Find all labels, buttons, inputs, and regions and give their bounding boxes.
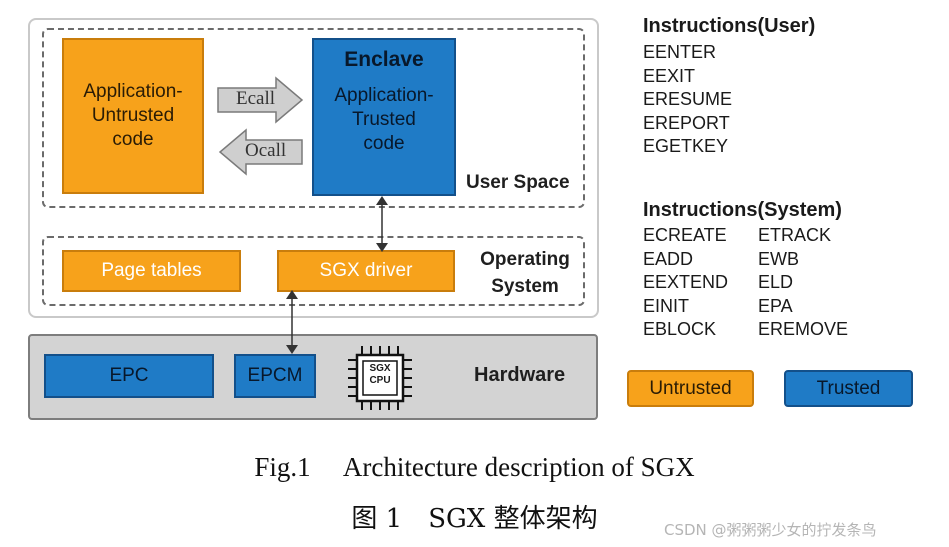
list-item: EGETKEY	[643, 136, 729, 156]
list-item: EINIT	[643, 295, 690, 316]
legend-trusted-label: Trusted	[816, 377, 881, 399]
instructions-system-right-list: ETRACK EWB ELD EPA EREMOVE	[758, 224, 848, 342]
ecall-label: Ecall	[236, 88, 276, 109]
arrowhead-down-icon	[376, 243, 388, 252]
instructions-system-left-list: ECREATE EADD EEXTEND EINIT EBLOCK	[643, 224, 728, 342]
operating-system-region	[42, 236, 585, 306]
list-item: EWB	[758, 248, 800, 269]
list-item: EENTER	[643, 42, 717, 62]
list-item: EADD	[643, 248, 694, 269]
sgx-cpu-chip-icon	[348, 346, 412, 410]
ecall-arrow-icon	[217, 76, 304, 124]
list-item: EBLOCK	[643, 319, 717, 339]
enclave-driver-connector	[376, 196, 388, 252]
list-item: EEXTEND	[643, 272, 729, 292]
legend-untrusted: Untrusted	[627, 370, 754, 407]
list-item: ERESUME	[643, 89, 733, 109]
arrowhead-up-icon	[376, 196, 388, 205]
watermark: CSDN @粥粥粥少女的拧发条鸟	[664, 521, 877, 539]
epcm-label: EPCM	[247, 365, 303, 386]
legend-untrusted-label: Untrusted	[649, 377, 732, 399]
epc-box: EPC	[44, 354, 214, 398]
hardware-label: Hardware	[474, 364, 566, 386]
list-item: EREMOVE	[758, 319, 849, 339]
instructions-user-list: EENTER EEXIT ERESUME EREPORT EGETKEY	[643, 41, 732, 159]
sgx-driver-label: SGX driver	[319, 260, 413, 281]
epcm-box: EPCM	[234, 354, 316, 398]
arrowhead-up-icon	[286, 290, 298, 299]
caption-english: Fig.1 Architecture description of SGX	[254, 452, 695, 482]
caption-chinese: 图 1 SGX 整体架构	[351, 504, 598, 534]
user-space-label: User Space	[466, 172, 570, 193]
call-arrows	[217, 76, 304, 176]
arrowhead-down-icon	[286, 345, 298, 354]
list-item: EREPORT	[643, 112, 730, 133]
instructions-system-title: Instructions(System)	[643, 199, 842, 221]
driver-epcm-connector	[286, 290, 298, 354]
ocall-arrow-icon	[218, 128, 303, 176]
list-item: ETRACK	[758, 225, 832, 245]
trusted-app-label: Application- Trusted code	[334, 85, 434, 154]
sgx-cpu-label: SGX CPU	[369, 363, 391, 386]
page-tables-label: Page tables	[101, 260, 202, 281]
epc-label: EPC	[109, 365, 149, 386]
ocall-label: Ocall	[245, 140, 287, 161]
sgx-driver-box: SGX driver	[277, 250, 455, 292]
list-item: ELD	[758, 272, 794, 292]
page-tables-box: Page tables	[62, 250, 241, 292]
list-item: EPA	[758, 295, 793, 316]
user-space-region	[42, 28, 585, 208]
untrusted-app-label: Application- Untrusted code	[83, 81, 183, 150]
enclave-title: Enclave	[344, 48, 424, 71]
operating-system-label: Operating System	[480, 249, 570, 297]
list-item: ECREATE	[643, 225, 727, 245]
legend-trusted: Trusted	[784, 370, 913, 407]
list-item: EEXIT	[643, 65, 696, 86]
instructions-user-title: Instructions(User)	[643, 15, 816, 37]
untrusted-app-box: Application- Untrusted code	[62, 38, 204, 194]
enclave-box: Enclave Application- Trusted code	[312, 38, 456, 196]
